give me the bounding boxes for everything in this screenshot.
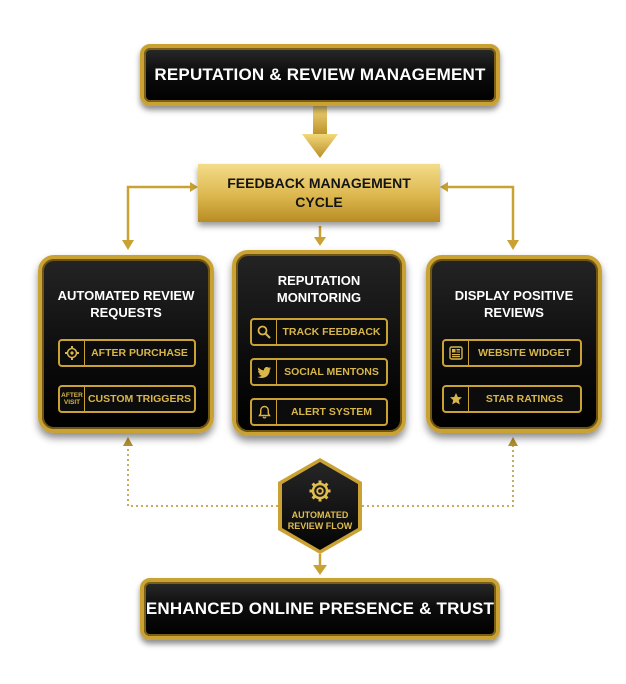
arrow-left-head-up bbox=[190, 182, 198, 192]
outcome-text: ENHANCED ONLINE PRESENCE & TRUST bbox=[145, 599, 495, 618]
hub-label-line1: AUTOMATED bbox=[291, 510, 349, 520]
arrow-title-to-cycle bbox=[302, 106, 338, 158]
cycle-box: FEEDBACK MANAGEMENT CYCLE bbox=[198, 164, 440, 222]
panel-left-title-line2: REQUESTS bbox=[90, 305, 162, 320]
panel-right-title: DISPLAY POSITIVE REVIEWS bbox=[430, 287, 598, 321]
item-label: CUSTOM TRIGGERS bbox=[87, 393, 192, 405]
widget-icon bbox=[444, 341, 469, 365]
hub-label-line2: REVIEW FLOW bbox=[287, 521, 353, 531]
item-social-mentions: SOCIAL MENTONS bbox=[250, 358, 388, 386]
panel-right-title-line1: DISPLAY POSITIVE bbox=[454, 288, 574, 303]
cycle-title-line1: FEEDBACK MANAGEMENT bbox=[227, 175, 411, 191]
star-icon bbox=[444, 387, 469, 411]
panel-automated-review-requests: AUTOMATED REVIEW REQUESTS AFTER PURCHASE… bbox=[38, 255, 214, 433]
panel-right-title-line2: REVIEWS bbox=[484, 305, 544, 320]
panel-middle-title-line1: REPUTATION bbox=[277, 273, 361, 288]
gear-cycle-icon bbox=[60, 341, 85, 365]
item-custom-triggers: AFTER VISIT CUSTOM TRIGGERS bbox=[58, 385, 196, 413]
item-label: WEBSITE WIDGET bbox=[478, 347, 571, 359]
title-text: REPUTATION & REVIEW MANAGEMENT bbox=[154, 65, 486, 84]
outcome-bar: ENHANCED ONLINE PRESENCE & TRUST bbox=[140, 578, 500, 640]
dotted-connector-left bbox=[127, 444, 278, 507]
panel-left-title-line1: AUTOMATED REVIEW bbox=[57, 288, 195, 303]
after-visit-icon: AFTER VISIT bbox=[60, 387, 85, 411]
dotted-right-arrow-head bbox=[508, 437, 518, 446]
hub-inner: AUTOMATED REVIEW FLOW bbox=[282, 462, 358, 550]
item-label: TRACK FEEDBACK bbox=[282, 326, 381, 338]
item-star-ratings: STAR RATINGS bbox=[442, 385, 582, 413]
panel-middle-title-line2: MONITORING bbox=[276, 290, 362, 305]
title-bar: REPUTATION & REVIEW MANAGEMENT bbox=[140, 44, 500, 106]
search-icon bbox=[252, 320, 277, 344]
arrow-left-head-down bbox=[122, 240, 134, 250]
item-alert-system: ALERT SYSTEM bbox=[250, 398, 388, 426]
connector-cycle-left bbox=[126, 185, 190, 242]
item-track-feedback: TRACK FEEDBACK bbox=[250, 318, 388, 346]
item-website-widget: WEBSITE WIDGET bbox=[442, 339, 582, 367]
arrow-right-head-down bbox=[507, 240, 519, 250]
hub-label: AUTOMATED REVIEW FLOW bbox=[288, 510, 353, 532]
arrow-hub-to-outcome bbox=[313, 554, 327, 575]
arrow-cycle-to-middle bbox=[314, 226, 326, 246]
cycle-title-line2: CYCLE bbox=[295, 194, 343, 210]
bell-icon bbox=[252, 400, 277, 424]
dotted-left-arrow-head bbox=[123, 437, 133, 446]
item-label: STAR RATINGS bbox=[485, 393, 564, 405]
panel-left-title: AUTOMATED REVIEW REQUESTS bbox=[42, 287, 210, 321]
after-visit-icon-text-line2: VISIT bbox=[63, 399, 81, 406]
panel-middle-title: REPUTATION MONITORING bbox=[236, 272, 402, 306]
dotted-connector-right bbox=[362, 444, 514, 507]
item-label: ALERT SYSTEM bbox=[290, 406, 373, 418]
item-label: SOCIAL MENTONS bbox=[284, 366, 379, 378]
item-label: AFTER PURCHASE bbox=[91, 347, 188, 359]
connector-cycle-right bbox=[448, 185, 515, 242]
twitter-bird-icon bbox=[252, 360, 277, 384]
gear-icon bbox=[309, 480, 331, 507]
panel-display-positive-reviews: DISPLAY POSITIVE REVIEWS WEBSITE WIDGET … bbox=[426, 255, 602, 433]
item-after-purchase: AFTER PURCHASE bbox=[58, 339, 196, 367]
automated-review-flow-hub: AUTOMATED REVIEW FLOW bbox=[278, 458, 362, 554]
arrow-right-head-up bbox=[440, 182, 448, 192]
panel-reputation-monitoring: REPUTATION MONITORING TRACK FEEDBACK SOC… bbox=[232, 250, 406, 436]
after-visit-icon-text-line1: AFTER bbox=[61, 392, 83, 399]
